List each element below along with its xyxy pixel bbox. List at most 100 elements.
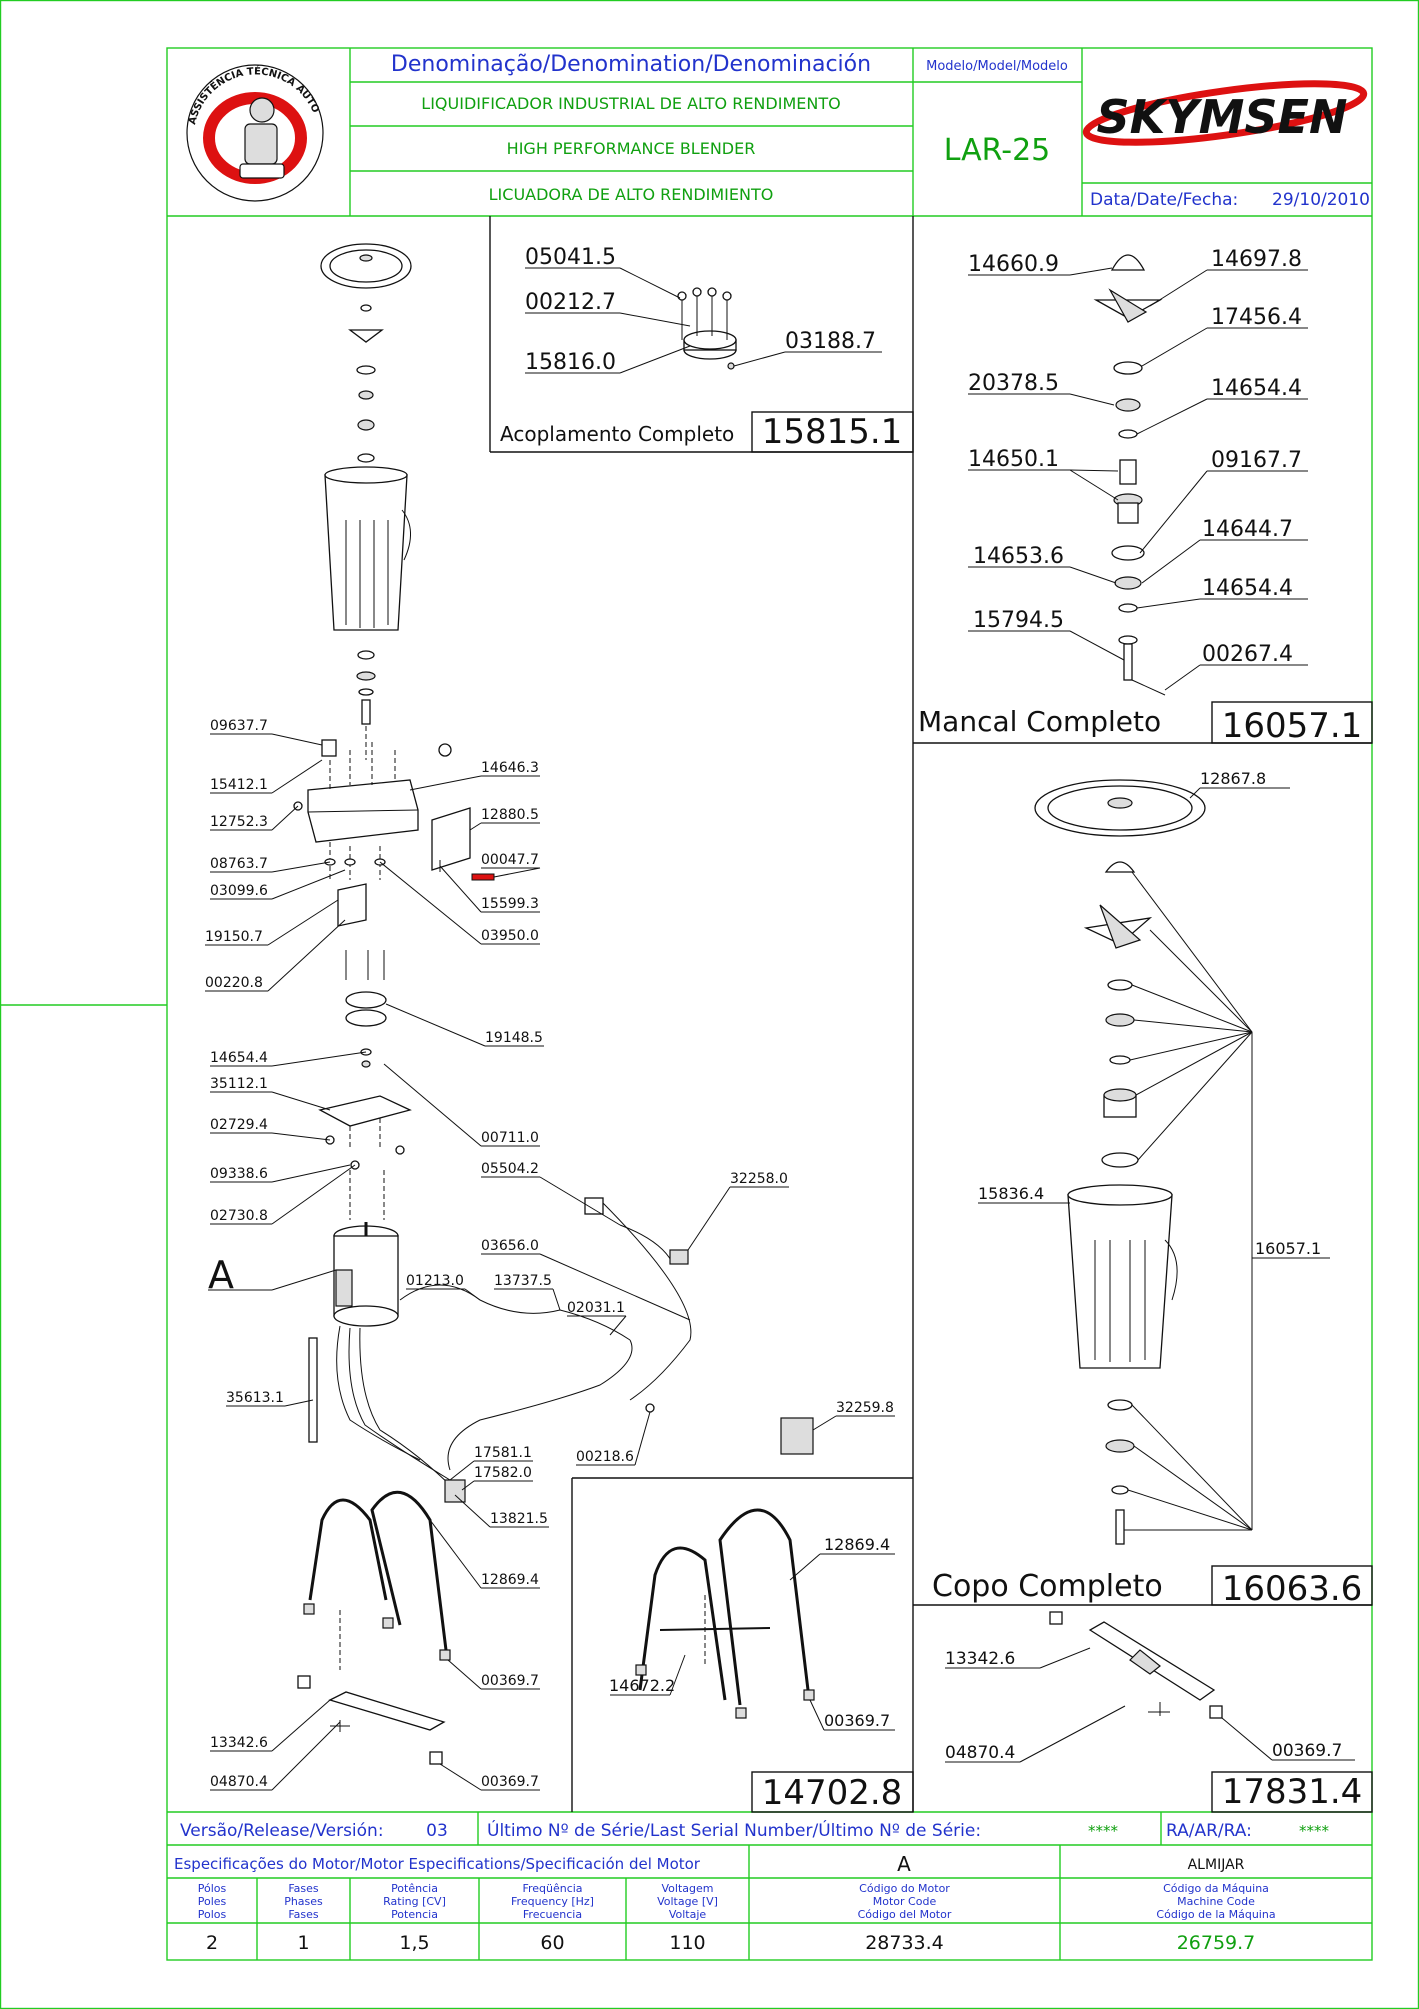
part-label: 19148.5 bbox=[485, 1030, 543, 1046]
bearing-code: 16057.1 bbox=[1222, 706, 1363, 746]
spec-value: 1 bbox=[297, 1932, 309, 1954]
leader-line bbox=[1137, 1031, 1253, 1161]
part-label: 00369.7 bbox=[481, 1673, 539, 1689]
stand-assembly bbox=[610, 1508, 895, 1731]
leader-line bbox=[271, 861, 331, 873]
part-label: 04870.4 bbox=[210, 1774, 268, 1790]
leader-line bbox=[1133, 1019, 1253, 1033]
spec-header-line: Voltagem bbox=[662, 1882, 714, 1895]
part-label: 17582.0 bbox=[474, 1465, 532, 1481]
part-label: 17456.4 bbox=[1211, 305, 1302, 330]
part-label: 14660.9 bbox=[968, 252, 1059, 277]
leader-line bbox=[461, 1480, 475, 1491]
spec-value: 28733.4 bbox=[865, 1932, 944, 1954]
part-label: 00711.0 bbox=[481, 1130, 539, 1146]
spec-header-line: Machine Code bbox=[1177, 1895, 1255, 1908]
leader-line bbox=[1129, 1031, 1253, 1061]
spec-header-line: Código do Motor bbox=[859, 1882, 950, 1895]
leader-line bbox=[267, 919, 346, 992]
product-name-es: LICUADORA DE ALTO RENDIMIENTO bbox=[489, 185, 774, 204]
motor-ref-label: A bbox=[208, 1253, 234, 1297]
leader-line bbox=[271, 805, 299, 831]
leader-line bbox=[379, 861, 482, 945]
leader-line bbox=[1131, 871, 1253, 1033]
spec-header-line: Potência bbox=[391, 1882, 438, 1895]
denomination-title: Denominação/Denomination/Denominación bbox=[391, 52, 871, 77]
cup-code: 16063.6 bbox=[1222, 1569, 1363, 1609]
leader-line bbox=[383, 1063, 482, 1147]
leader-line bbox=[271, 1269, 337, 1291]
leader-line bbox=[493, 867, 541, 878]
part-label: 15816.0 bbox=[525, 350, 616, 375]
leader-line bbox=[429, 1519, 482, 1589]
skymsen-logo: SKYMSEN bbox=[1082, 80, 1368, 146]
bearing-assembly bbox=[968, 254, 1308, 696]
leader-line bbox=[439, 865, 482, 913]
cup-assembly bbox=[978, 779, 1330, 1545]
spec-header-line: Frecuencia bbox=[523, 1908, 582, 1921]
motor-ref: A bbox=[897, 1852, 911, 1876]
spec-header-line: Voltaje bbox=[669, 1908, 707, 1921]
part-label: 20378.5 bbox=[968, 371, 1059, 396]
part-label: 14654.4 bbox=[1202, 576, 1293, 601]
part-label: 32258.0 bbox=[730, 1171, 788, 1187]
part-label: 12869.4 bbox=[481, 1572, 539, 1588]
spec-header-line: Fases bbox=[288, 1882, 319, 1895]
leader-line bbox=[1127, 1489, 1253, 1531]
leader-line bbox=[609, 1315, 627, 1336]
spec-value: 60 bbox=[540, 1932, 564, 1954]
spec-header-line: Frequency [Hz] bbox=[511, 1895, 594, 1908]
part-label: 03188.7 bbox=[785, 329, 876, 354]
part-label: 00369.7 bbox=[481, 1774, 539, 1790]
part-label: 12880.5 bbox=[481, 807, 539, 823]
authorized-service-logo: ASSISTÊNCIA TÉCNICA AUTORIZADA bbox=[0, 0, 324, 202]
part-label: 02729.4 bbox=[210, 1117, 268, 1133]
spec-header-line: Poles bbox=[198, 1895, 227, 1908]
cup-title: Copo Completo bbox=[932, 1569, 1163, 1604]
spec-header-line: Rating [CV] bbox=[383, 1895, 446, 1908]
part-label: 15412.1 bbox=[210, 777, 268, 793]
part-label: 14653.6 bbox=[973, 544, 1064, 569]
part-label: 16057.1 bbox=[1255, 1239, 1321, 1258]
part-label: 13342.6 bbox=[945, 1649, 1015, 1669]
part-label: 09167.7 bbox=[1211, 448, 1302, 473]
part-label: 02031.1 bbox=[567, 1300, 625, 1316]
part-label: 14654.4 bbox=[210, 1050, 268, 1066]
part-label: 02730.8 bbox=[210, 1208, 268, 1224]
leader-line bbox=[1131, 984, 1253, 1033]
part-label: 03099.6 bbox=[210, 883, 268, 899]
part-label: 05504.2 bbox=[481, 1161, 539, 1177]
stand-code: 14702.8 bbox=[762, 1773, 903, 1813]
leader-line bbox=[1131, 1404, 1253, 1531]
part-label: 13342.6 bbox=[210, 1735, 268, 1751]
part-label: 14654.4 bbox=[1211, 376, 1302, 401]
motor-spec-title: Especificações do Motor/Motor Especifica… bbox=[174, 1855, 701, 1873]
model-value: LAR-25 bbox=[944, 133, 1051, 168]
leader-line bbox=[1135, 1031, 1253, 1096]
coupling-code: 15815.1 bbox=[762, 412, 903, 452]
version-label: Versão/Release/Versión: bbox=[180, 1821, 384, 1841]
serial-label: Último Nº de Série/Last Serial Number/Úl… bbox=[487, 1819, 981, 1841]
part-label: 13737.5 bbox=[494, 1273, 552, 1289]
part-label: 17581.1 bbox=[474, 1445, 532, 1461]
part-label: 35112.1 bbox=[210, 1076, 268, 1092]
part-label: 00369.7 bbox=[824, 1711, 890, 1730]
spec-header-line: Motor Code bbox=[873, 1895, 937, 1908]
ra-label: RA/AR/RA: bbox=[1166, 1821, 1252, 1841]
spec-header-line: Código de la Máquina bbox=[1156, 1908, 1275, 1921]
part-label: 01213.0 bbox=[406, 1273, 464, 1289]
spec-header-line: Código del Motor bbox=[858, 1908, 952, 1921]
spec-header-line: Voltage [V] bbox=[657, 1895, 718, 1908]
leader-line bbox=[284, 1399, 314, 1407]
cup-leader-lines bbox=[1124, 871, 1253, 1531]
brand-name: SKYMSEN bbox=[1097, 90, 1348, 144]
spec-header-line: Código da Máquina bbox=[1163, 1882, 1269, 1895]
spec-value: 1,5 bbox=[399, 1932, 429, 1954]
part-label: 00047.7 bbox=[481, 852, 539, 868]
spec-header-line: Potencia bbox=[391, 1908, 438, 1921]
base-bar-code: 17831.4 bbox=[1222, 1772, 1363, 1812]
part-label: 12752.3 bbox=[210, 814, 268, 830]
leader-line bbox=[271, 733, 323, 746]
